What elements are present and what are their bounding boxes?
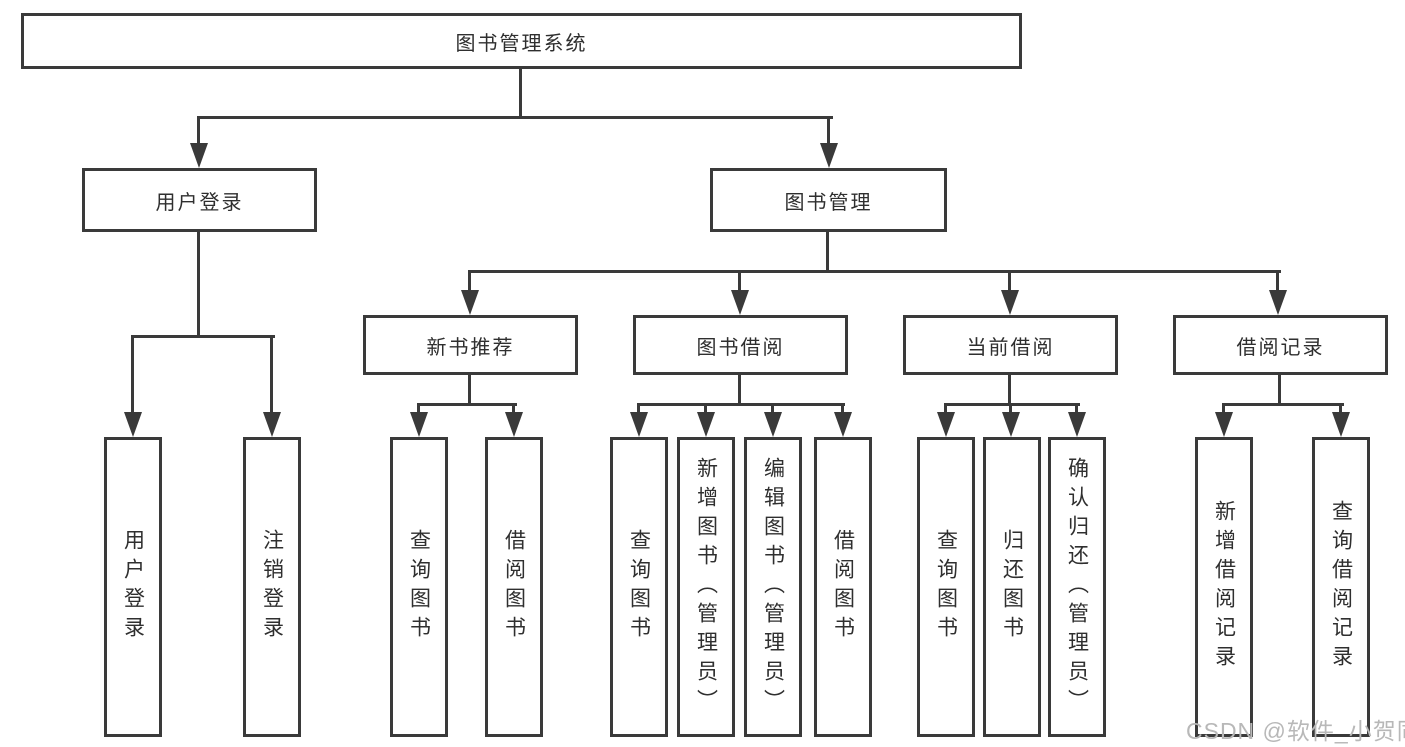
leaf-query-borrow-record-label: 查询借阅记录 bbox=[1329, 500, 1353, 674]
leaf-logout-label: 注销登录 bbox=[260, 529, 284, 645]
connector-line bbox=[197, 232, 200, 337]
arrow-down-icon bbox=[1332, 412, 1350, 437]
connector-line bbox=[131, 335, 275, 338]
connector-line bbox=[197, 116, 833, 119]
connector-line bbox=[771, 405, 774, 412]
leaf-borrow-borrow-books-label: 借阅图书 bbox=[831, 529, 855, 645]
connector-line bbox=[468, 375, 471, 405]
connector-line bbox=[1222, 403, 1344, 406]
arrow-down-icon bbox=[697, 412, 715, 437]
connector-line bbox=[637, 403, 845, 406]
leaf-recommend-query-books: 查询图书 bbox=[390, 437, 448, 737]
leaf-return-books: 归还图书 bbox=[983, 437, 1041, 737]
leaf-logout: 注销登录 bbox=[243, 437, 301, 737]
connector-line bbox=[827, 118, 830, 145]
connector-line bbox=[519, 69, 522, 118]
connector-line bbox=[826, 232, 829, 272]
leaf-user-login: 用户登录 bbox=[104, 437, 162, 737]
node-book-borrow-label: 图书借阅 bbox=[696, 336, 785, 359]
connector-line bbox=[417, 403, 517, 406]
arrow-down-icon bbox=[190, 143, 208, 168]
node-root-system: 图书管理系统 bbox=[21, 13, 1022, 69]
node-root-label: 图书管理系统 bbox=[455, 32, 588, 55]
arrow-down-icon bbox=[505, 412, 523, 437]
leaf-recommend-borrow-books-label: 借阅图书 bbox=[502, 529, 526, 645]
leaf-confirm-return-admin-label: 确认归还（管理员） bbox=[1065, 456, 1089, 718]
connector-line bbox=[704, 405, 707, 412]
leaf-current-query-books-label: 查询图书 bbox=[934, 529, 958, 645]
node-borrow-records-label: 借阅记录 bbox=[1236, 336, 1325, 359]
node-book-borrow: 图书借阅 bbox=[633, 315, 848, 375]
node-book-management-label: 图书管理 bbox=[784, 191, 873, 214]
arrow-down-icon bbox=[124, 412, 142, 437]
leaf-return-books-label: 归还图书 bbox=[1000, 529, 1024, 645]
leaf-recommend-query-books-label: 查询图书 bbox=[407, 529, 431, 645]
arrow-down-icon bbox=[461, 290, 479, 315]
leaf-confirm-return-admin: 确认归还（管理员） bbox=[1048, 437, 1106, 737]
connector-line bbox=[944, 405, 947, 412]
connector-line bbox=[197, 118, 200, 145]
node-user-login: 用户登录 bbox=[82, 168, 317, 232]
connector-line bbox=[1278, 375, 1281, 405]
connector-line bbox=[1009, 405, 1012, 412]
connector-line bbox=[1008, 272, 1011, 290]
leaf-current-query-books: 查询图书 bbox=[917, 437, 975, 737]
connector-line bbox=[1008, 375, 1011, 405]
arrow-down-icon bbox=[731, 290, 749, 315]
node-new-book-recommend-label: 新书推荐 bbox=[426, 336, 515, 359]
csdn-watermark: CSDN @软件_小贺同学 bbox=[1186, 718, 1405, 744]
connector-line bbox=[468, 272, 471, 290]
connector-line bbox=[270, 337, 273, 412]
connector-line bbox=[1339, 405, 1342, 412]
node-user-login-label: 用户登录 bbox=[155, 191, 244, 214]
node-borrow-records: 借阅记录 bbox=[1173, 315, 1388, 375]
arrow-down-icon bbox=[263, 412, 281, 437]
connector-line bbox=[841, 405, 844, 412]
connector-line bbox=[417, 405, 420, 412]
arrow-down-icon bbox=[1068, 412, 1086, 437]
arrow-down-icon bbox=[1002, 412, 1020, 437]
leaf-borrow-query-books: 查询图书 bbox=[610, 437, 668, 737]
node-current-borrow: 当前借阅 bbox=[903, 315, 1118, 375]
connector-line bbox=[1276, 272, 1279, 290]
connector-line bbox=[131, 337, 134, 412]
node-new-book-recommend: 新书推荐 bbox=[363, 315, 578, 375]
leaf-add-books-admin: 新增图书（管理员） bbox=[677, 437, 735, 737]
arrow-down-icon bbox=[764, 412, 782, 437]
leaf-query-borrow-record: 查询借阅记录 bbox=[1312, 437, 1370, 737]
leaf-edit-books-admin-label: 编辑图书（管理员） bbox=[761, 456, 785, 718]
leaf-borrow-borrow-books: 借阅图书 bbox=[814, 437, 872, 737]
arrow-down-icon bbox=[630, 412, 648, 437]
leaf-user-login-label: 用户登录 bbox=[121, 529, 145, 645]
leaf-recommend-borrow-books: 借阅图书 bbox=[485, 437, 543, 737]
leaf-edit-books-admin: 编辑图书（管理员） bbox=[744, 437, 802, 737]
leaf-add-books-admin-label: 新增图书（管理员） bbox=[694, 456, 718, 718]
connector-line bbox=[637, 405, 640, 412]
arrow-down-icon bbox=[410, 412, 428, 437]
connector-line bbox=[738, 375, 741, 405]
connector-line bbox=[1222, 405, 1225, 412]
arrow-down-icon bbox=[820, 143, 838, 168]
node-book-management: 图书管理 bbox=[710, 168, 947, 232]
connector-line bbox=[1075, 405, 1078, 412]
arrow-down-icon bbox=[1001, 290, 1019, 315]
arrow-down-icon bbox=[834, 412, 852, 437]
connector-line bbox=[512, 405, 515, 412]
leaf-add-borrow-record: 新增借阅记录 bbox=[1195, 437, 1253, 737]
node-current-borrow-label: 当前借阅 bbox=[966, 336, 1055, 359]
arrow-down-icon bbox=[1269, 290, 1287, 315]
connector-line bbox=[738, 272, 741, 290]
leaf-borrow-query-books-label: 查询图书 bbox=[627, 529, 651, 645]
connector-line bbox=[944, 403, 1080, 406]
connector-line bbox=[468, 270, 1281, 273]
arrow-down-icon bbox=[937, 412, 955, 437]
leaf-add-borrow-record-label: 新增借阅记录 bbox=[1212, 500, 1236, 674]
arrow-down-icon bbox=[1215, 412, 1233, 437]
